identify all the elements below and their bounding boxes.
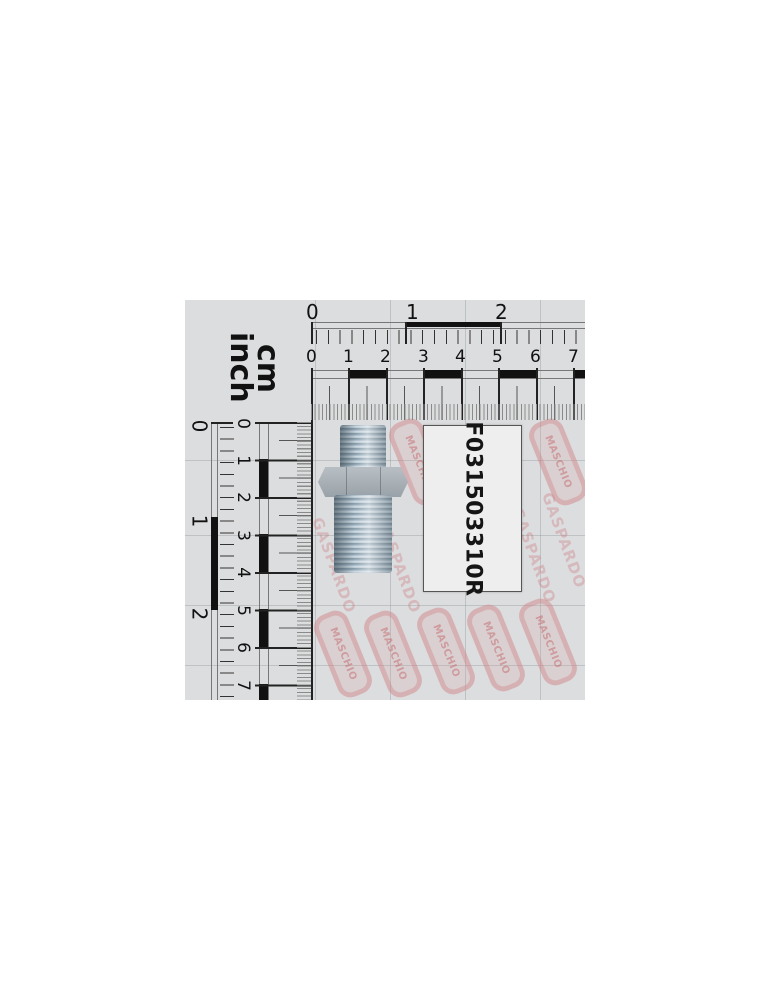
- grid-line: [315, 300, 316, 700]
- product-photo: MASCHIO MASCHIO MASCHIO MASCHIO MASCHIO …: [185, 300, 585, 700]
- cm-label: 3: [418, 347, 429, 367]
- upper-thread: [340, 425, 386, 469]
- cm-label: 6: [530, 347, 541, 367]
- inch-label: 1: [406, 300, 419, 324]
- inch-scale-bar: [211, 517, 218, 610]
- inch-scale-bar: [405, 322, 500, 327]
- cm-label: 4: [455, 347, 466, 367]
- cm-scale-bar: [423, 370, 461, 378]
- cm-label: 7: [568, 347, 579, 367]
- cm-label: 4: [232, 567, 253, 578]
- part-number-text: F031503310R: [460, 420, 485, 597]
- inch-label: 2: [495, 300, 508, 324]
- cm-label: 1: [343, 347, 354, 367]
- cm-scale-bar: [573, 370, 585, 378]
- left-ruler: 0 1 2 0 1 2 3 4 5 6 7: [187, 418, 311, 700]
- cm-label: 3: [232, 530, 253, 541]
- cm-label: 6: [232, 642, 253, 653]
- cm-label: 2: [232, 492, 253, 503]
- cm-label: 5: [492, 347, 503, 367]
- lower-thread: [334, 495, 392, 573]
- cm-label: 0: [306, 347, 317, 367]
- inch-label: 0: [187, 419, 212, 433]
- cm-scale-bar: [348, 370, 386, 378]
- inch-unit-label: inch: [223, 332, 258, 403]
- ruler-edge: [311, 420, 313, 700]
- inch-label: 0: [306, 300, 319, 324]
- grid-line: [540, 300, 541, 700]
- hex-nut: [318, 467, 408, 497]
- cm-label: 0: [232, 418, 253, 429]
- part-number-label: F031503310R: [423, 421, 522, 596]
- grid-line: [185, 605, 585, 606]
- cm-scale-bar: [498, 370, 536, 378]
- grid-line: [185, 665, 585, 666]
- cm-label: 1: [232, 455, 253, 466]
- cm-label: 2: [380, 347, 391, 367]
- cm-label: 7: [232, 680, 253, 691]
- hex-nipple-fitting: [318, 425, 408, 573]
- inch-label: 2: [187, 607, 212, 621]
- top-ruler: 0 1 2 0 1 2 3 4 5 6 7: [306, 300, 585, 420]
- inch-label: 1: [187, 514, 212, 528]
- cm-label: 5: [232, 605, 253, 616]
